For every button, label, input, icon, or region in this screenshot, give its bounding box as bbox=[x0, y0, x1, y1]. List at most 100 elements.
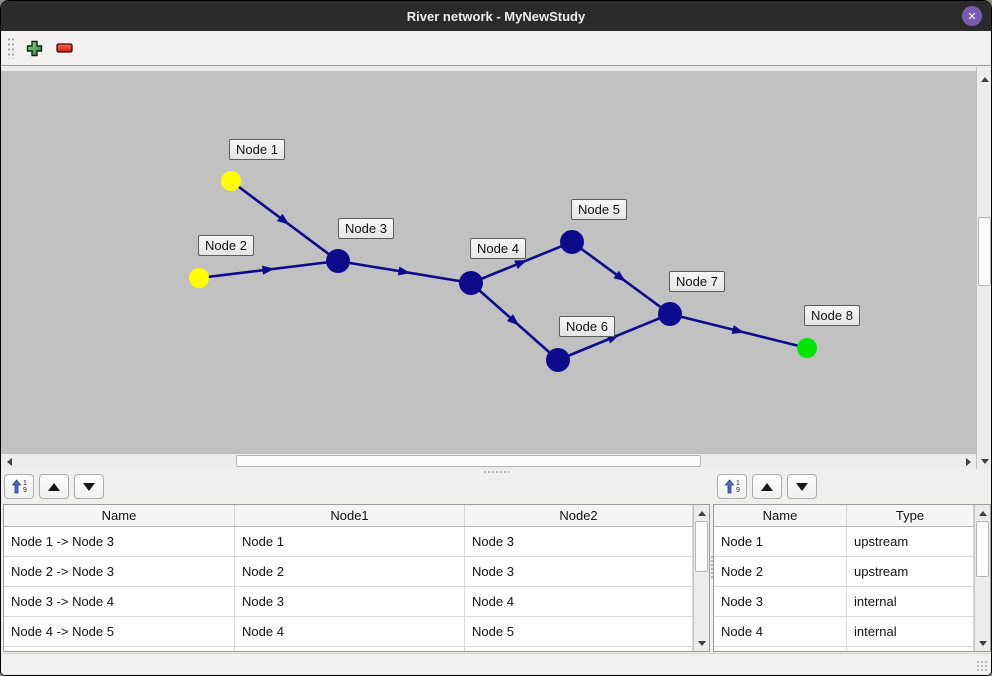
column-header[interactable]: Node1 bbox=[235, 505, 465, 526]
column-header[interactable]: Node2 bbox=[465, 505, 693, 526]
table-cell: upstream bbox=[847, 557, 974, 586]
add-icon bbox=[26, 40, 42, 56]
table-cell: Node 1 -> Node 3 bbox=[4, 527, 235, 556]
node-label[interactable]: Node 3 bbox=[338, 218, 394, 239]
table-cell: Node 3 bbox=[714, 587, 847, 616]
arrow-left-icon bbox=[6, 458, 12, 466]
main-toolbar bbox=[1, 31, 991, 66]
scroll-left-button[interactable] bbox=[1, 454, 17, 470]
network-graph bbox=[189, 171, 817, 372]
arrow-up-icon bbox=[979, 510, 987, 516]
canvas-vertical-scrollbar[interactable] bbox=[976, 67, 991, 469]
panel-splitter-handle[interactable] bbox=[483, 470, 509, 474]
node-label[interactable]: Node 6 bbox=[559, 316, 615, 337]
sort-icon bbox=[724, 479, 735, 494]
move-down-icon bbox=[796, 482, 808, 491]
table-cell: Node 2 bbox=[235, 557, 465, 586]
branches-table-scrollbar[interactable] bbox=[693, 505, 709, 651]
table-cell: internal bbox=[847, 587, 974, 616]
network-node[interactable] bbox=[546, 348, 570, 372]
close-button[interactable]: ✕ bbox=[962, 6, 982, 26]
move-down-button[interactable] bbox=[74, 474, 104, 499]
node-label[interactable]: Node 7 bbox=[669, 271, 725, 292]
scroll-up-button[interactable] bbox=[975, 505, 990, 521]
edge-arrow-icon bbox=[514, 260, 528, 270]
vertical-scroll-thumb[interactable] bbox=[695, 521, 708, 572]
table-cell: Node 2 -> Node 3 bbox=[4, 557, 235, 586]
network-node[interactable] bbox=[459, 271, 483, 295]
add-node-button[interactable] bbox=[23, 37, 45, 59]
table-cell: Node 1 bbox=[235, 527, 465, 556]
scroll-up-button[interactable] bbox=[977, 71, 991, 87]
network-node[interactable] bbox=[658, 302, 682, 326]
arrow-down-icon bbox=[698, 640, 706, 646]
move-up-button[interactable] bbox=[39, 474, 69, 499]
node-label[interactable]: Node 5 bbox=[571, 199, 627, 220]
table-splitter-handle[interactable] bbox=[710, 555, 715, 579]
edge-arrow-icon bbox=[276, 213, 290, 225]
move-down-button[interactable] bbox=[787, 474, 817, 499]
node-label[interactable]: Node 2 bbox=[198, 235, 254, 256]
table-cell: Node 3 bbox=[465, 527, 693, 556]
network-node[interactable] bbox=[560, 230, 584, 254]
canvas-horizontal-scrollbar[interactable] bbox=[1, 453, 976, 469]
horizontal-scroll-thumb[interactable] bbox=[236, 455, 701, 467]
vertical-scroll-thumb[interactable] bbox=[978, 217, 991, 286]
table-cell: Node 4 bbox=[714, 617, 847, 646]
column-header[interactable]: Name bbox=[4, 505, 235, 526]
window-title: River network - MyNewStudy bbox=[406, 8, 586, 24]
resize-grip-icon[interactable] bbox=[976, 660, 988, 672]
vertical-scroll-thumb[interactable] bbox=[976, 521, 989, 577]
column-header[interactable]: Type bbox=[847, 505, 974, 526]
edge-arrow-icon bbox=[397, 266, 411, 276]
table-cell: Node 3 -> Node 4 bbox=[4, 587, 235, 616]
table-cell: upstream bbox=[847, 527, 974, 556]
column-header[interactable]: Name bbox=[714, 505, 847, 526]
table-row bbox=[4, 647, 693, 651]
network-node[interactable] bbox=[326, 249, 350, 273]
table-cell: Node 4 bbox=[465, 587, 693, 616]
move-up-icon bbox=[48, 482, 60, 491]
scroll-down-button[interactable] bbox=[975, 635, 990, 651]
move-up-button[interactable] bbox=[752, 474, 782, 499]
scroll-up-button[interactable] bbox=[694, 505, 709, 521]
node-label[interactable]: Node 8 bbox=[804, 305, 860, 326]
table-row bbox=[714, 647, 974, 651]
arrow-right-icon bbox=[965, 458, 971, 466]
node-label[interactable]: Node 4 bbox=[470, 238, 526, 259]
network-node[interactable] bbox=[221, 171, 241, 191]
node-label[interactable]: Node 1 bbox=[229, 139, 285, 160]
remove-node-button[interactable] bbox=[53, 37, 75, 59]
network-canvas[interactable]: Node 1 Node 2 Node 3 Node 4 Node 5 Node 6 Node… bbox=[1, 71, 976, 453]
table-cell: internal bbox=[847, 617, 974, 646]
titlebar[interactable]: River network - MyNewStudy ✕ bbox=[1, 1, 991, 31]
toolbar-drag-handle-icon[interactable] bbox=[7, 37, 15, 59]
network-node[interactable] bbox=[189, 268, 209, 288]
canvas-margin bbox=[1, 67, 976, 71]
scroll-down-button[interactable] bbox=[694, 635, 709, 651]
scroll-down-button[interactable] bbox=[977, 453, 991, 469]
network-node[interactable] bbox=[797, 338, 817, 358]
scroll-right-button[interactable] bbox=[960, 454, 976, 470]
arrow-down-icon bbox=[981, 458, 989, 464]
nodes-table-scrollbar[interactable] bbox=[974, 505, 990, 651]
remove-icon bbox=[55, 43, 73, 53]
table-cell: Node 3 bbox=[235, 587, 465, 616]
